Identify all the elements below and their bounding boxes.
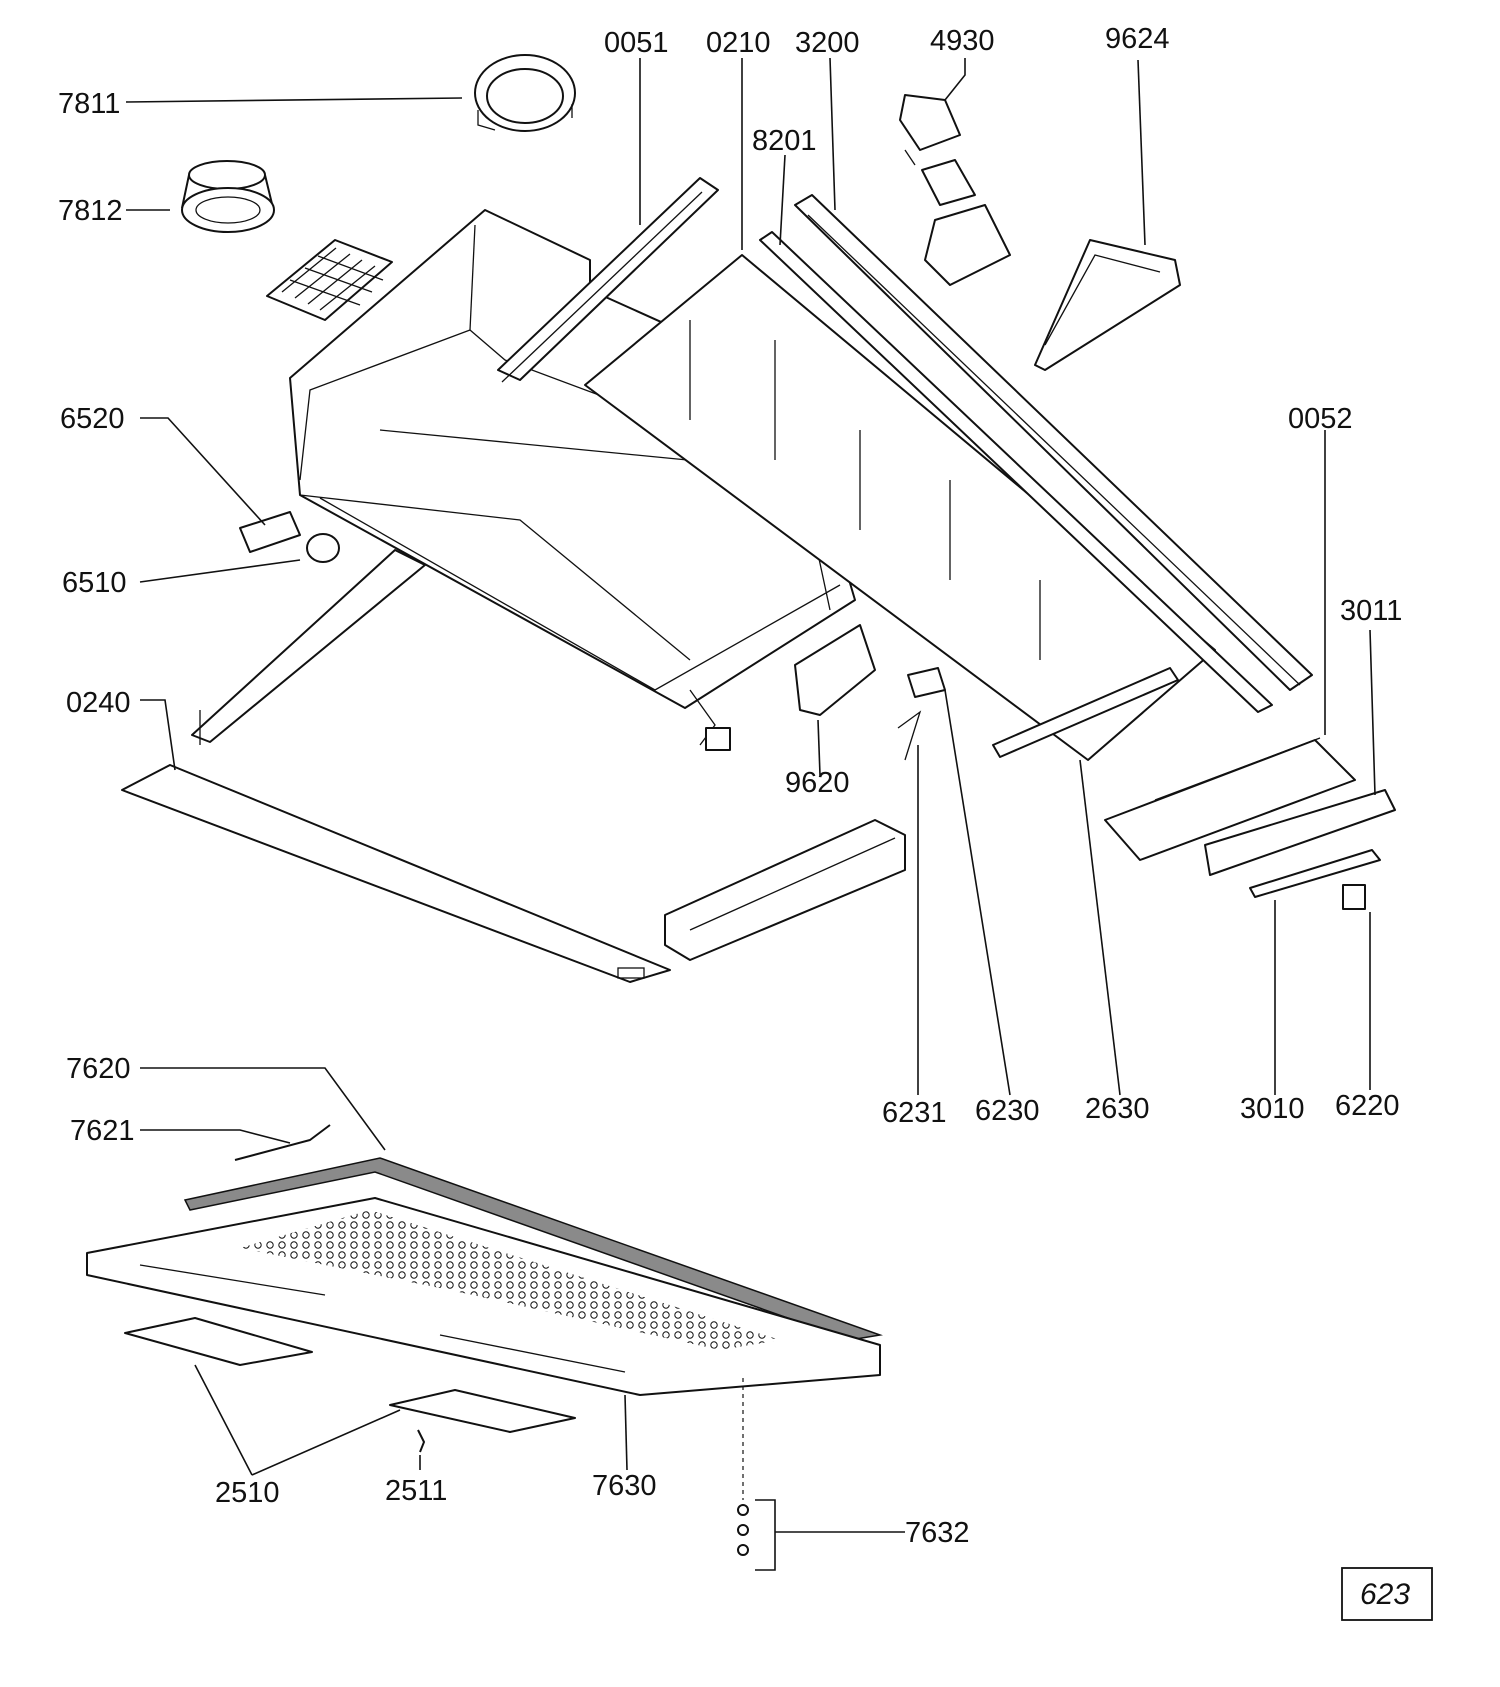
part-lower-channel bbox=[664, 819, 906, 961]
label-3200: 3200 bbox=[795, 27, 860, 59]
figure-number-box: 623 bbox=[1341, 1567, 1433, 1621]
part-6220-switch bbox=[1342, 884, 1366, 910]
label-7811: 7811 bbox=[58, 88, 120, 120]
part-6520-capacitor bbox=[239, 511, 340, 563]
part-3200-rail bbox=[794, 194, 1313, 691]
label-0052: 0052 bbox=[1288, 403, 1353, 435]
part-7812-adapter bbox=[181, 160, 275, 233]
label-6520: 6520 bbox=[60, 403, 125, 435]
part-3011-panel bbox=[1204, 789, 1396, 876]
perforation-area bbox=[240, 1210, 780, 1350]
label-6220: 6220 bbox=[1335, 1090, 1400, 1122]
leader-lines bbox=[125, 57, 1376, 1571]
part-9624-bracket bbox=[1034, 239, 1181, 371]
part-labels: 0051 0210 3200 4930 9624 7811 8201 7812 … bbox=[58, 23, 1402, 1549]
part-7632-fasteners bbox=[737, 1378, 749, 1556]
part-0240-trim bbox=[121, 764, 671, 983]
label-2511: 2511 bbox=[385, 1475, 447, 1507]
label-8201: 8201 bbox=[752, 125, 817, 157]
label-3011: 3011 bbox=[1340, 595, 1402, 627]
label-6230: 6230 bbox=[975, 1095, 1040, 1127]
part-6230-6231 bbox=[897, 667, 946, 761]
part-4930-switch bbox=[899, 94, 1011, 286]
label-6231: 6231 bbox=[882, 1097, 947, 1129]
label-4930: 4930 bbox=[930, 25, 995, 57]
label-7621: 7621 bbox=[70, 1115, 135, 1147]
part-0051-rail bbox=[497, 177, 719, 383]
label-9620: 9620 bbox=[785, 767, 850, 799]
label-9624: 9624 bbox=[1105, 23, 1170, 55]
part-2510-cover bbox=[124, 1317, 576, 1433]
part-carbon-filter bbox=[266, 239, 393, 321]
part-7811-collar bbox=[474, 54, 576, 132]
label-2510: 2510 bbox=[215, 1477, 280, 1509]
part-2511-screw bbox=[417, 1429, 425, 1453]
label-0051: 0051 bbox=[604, 27, 669, 59]
label-7632: 7632 bbox=[905, 1517, 970, 1549]
label-0240: 0240 bbox=[66, 687, 131, 719]
label-7630: 7630 bbox=[592, 1470, 657, 1502]
label-0210: 0210 bbox=[706, 27, 771, 59]
part-7621-clip bbox=[234, 1124, 331, 1161]
part-slide-runner bbox=[992, 667, 1179, 758]
part-8201-rail bbox=[759, 231, 1273, 713]
part-0052-front-panel bbox=[1104, 737, 1356, 861]
part-3010-strip bbox=[1249, 849, 1381, 898]
label-2630: 2630 bbox=[1085, 1093, 1150, 1125]
label-7620: 7620 bbox=[66, 1053, 131, 1085]
label-6510: 6510 bbox=[62, 567, 127, 599]
part-side-bracket bbox=[191, 549, 426, 745]
part-9620-cover bbox=[794, 624, 876, 716]
figure-number: 623 bbox=[1360, 1578, 1410, 1611]
label-3010: 3010 bbox=[1240, 1093, 1305, 1125]
label-7812: 7812 bbox=[58, 195, 123, 227]
